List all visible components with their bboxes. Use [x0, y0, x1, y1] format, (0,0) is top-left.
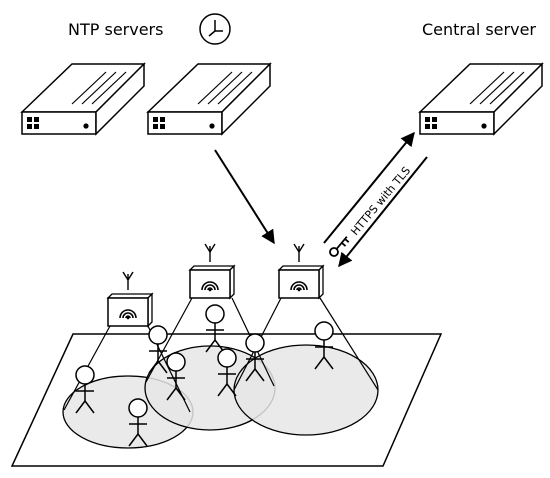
- central-server: [419, 63, 543, 135]
- ntp-server-1: [21, 63, 145, 135]
- key-icon: [329, 236, 350, 257]
- ntp-server-2: [147, 63, 271, 135]
- ntp-servers-label: NTP servers: [68, 20, 163, 39]
- ntp-sync-arrow: [214, 149, 275, 245]
- wifi-sensor-icon: [189, 243, 235, 299]
- central-server-label: Central server: [422, 20, 536, 39]
- wifi-sensor-icon: [107, 271, 153, 327]
- download-arrow: [338, 156, 428, 268]
- clock-icon: [199, 13, 231, 45]
- wifi-sensor-icon: [278, 243, 324, 299]
- upload-arrow: [323, 131, 415, 244]
